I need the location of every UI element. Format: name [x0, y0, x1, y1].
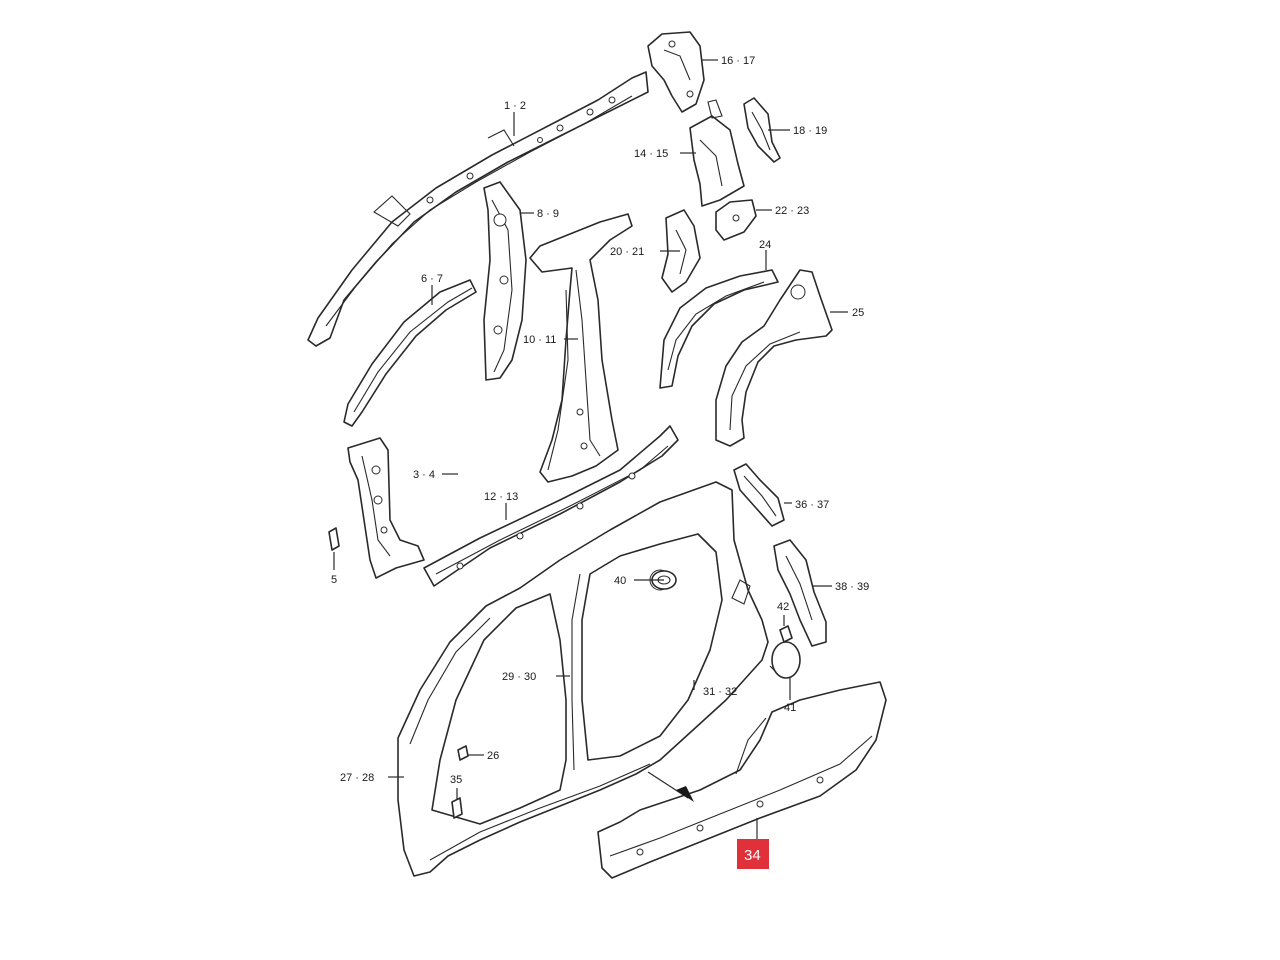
leader-lines	[333, 59, 848, 840]
part-fuel-lid[interactable]	[769, 641, 801, 679]
part-wheelhouse-bracket[interactable]	[661, 209, 701, 293]
label-20-21: 20 · 21	[610, 246, 644, 258]
label-6-7: 6 · 7	[421, 273, 443, 285]
label-36-37: 36 · 37	[795, 499, 829, 511]
highlight-box	[737, 839, 769, 869]
label-3-4: 3 · 4	[413, 469, 435, 481]
part-wheelhouse-arch[interactable]	[659, 269, 779, 389]
part-quarter-inner-upper[interactable]	[689, 99, 745, 207]
label-12-13: 12 · 13	[484, 491, 518, 503]
highlight-callout-34[interactable]: 34	[737, 839, 769, 869]
part-small-bracket[interactable]	[328, 527, 340, 551]
part-rear-wheelhouse-outer[interactable]	[715, 269, 833, 447]
part-roof-side-rail[interactable]	[307, 71, 649, 347]
part-rear-pillar-reinforcement[interactable]	[743, 97, 781, 163]
part-screw[interactable]	[779, 625, 793, 643]
label-27-28: 27 · 28	[340, 772, 374, 784]
label-31-32: 31 · 32	[703, 686, 737, 698]
label-41: 41	[784, 702, 796, 714]
label-40: 40	[614, 575, 626, 587]
label-1-2: 1 · 2	[504, 100, 526, 112]
part-side-sill-inner[interactable]	[423, 425, 679, 587]
part-sill-clip[interactable]	[451, 797, 463, 819]
label-5: 5	[331, 574, 337, 586]
label-42: 42	[777, 601, 789, 613]
direction-arrow	[647, 771, 694, 802]
label-25: 25	[852, 307, 864, 319]
label-22-23: 22 · 23	[775, 205, 809, 217]
label-14-15: 14 · 15	[634, 148, 668, 160]
part-rear-end-panel[interactable]	[773, 539, 827, 647]
part-quarter-bracket[interactable]	[715, 199, 757, 241]
label-35: 35	[450, 774, 462, 786]
label-34: 34	[744, 847, 761, 864]
part-center-pillar-outer[interactable]	[529, 213, 633, 483]
part-rear-lower-bracket[interactable]	[733, 463, 785, 527]
part-front-pillar-rail[interactable]	[343, 279, 477, 427]
label-8-9: 8 · 9	[537, 208, 559, 220]
label-10-11: 10 · 11	[523, 334, 556, 346]
part-upper-rear-bracket[interactable]	[647, 31, 705, 113]
part-side-sill-outer[interactable]	[597, 681, 887, 879]
part-clip[interactable]	[457, 745, 469, 761]
part-front-pillar-lower[interactable]	[347, 437, 425, 579]
label-24: 24	[759, 239, 771, 251]
label-29-30: 29 · 30	[502, 671, 536, 683]
part-center-pillar-inner[interactable]	[483, 181, 527, 381]
label-18-19: 18 · 19	[793, 125, 827, 137]
label-16-17: 16 · 17	[721, 55, 755, 67]
label-26: 26	[487, 750, 499, 762]
label-38-39: 38 · 39	[835, 581, 869, 593]
